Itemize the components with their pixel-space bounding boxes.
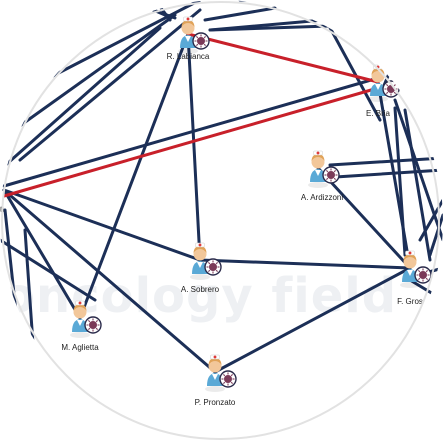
nurse-avatar-icon	[70, 300, 102, 338]
node-labianca[interactable]	[174, 14, 218, 54]
node-label-gros: F. Gros	[397, 297, 423, 306]
edge-partial	[208, 13, 382, 32]
node-pronzato[interactable]	[201, 352, 245, 392]
node-bria[interactable]	[364, 62, 408, 102]
edge-partial	[43, 0, 202, 82]
edge-labianca-sobrero	[186, 32, 202, 262]
edge-partial	[403, 108, 432, 262]
edge-left_partial-bria	[2, 86, 380, 198]
edge-partial	[18, 8, 202, 162]
edge-left_partial-bria	[2, 76, 380, 188]
edge-ardizzoni-gros	[316, 166, 412, 270]
edge-partial	[23, 228, 42, 443]
node-label-bria: E. Bria	[365, 109, 391, 118]
edge-left_partial-pronzato	[2, 188, 217, 374]
edge-left_partial-sobrero	[2, 188, 202, 262]
node-sobrero[interactable]	[186, 240, 230, 280]
nurse-avatar-icon	[368, 64, 400, 102]
edge-left_partial-aglietta	[2, 188, 82, 320]
edge-sobrero-gros	[198, 258, 412, 270]
edge-partial	[3, 208, 32, 443]
edge-partial	[0, 238, 97, 302]
edge-partial	[203, 6, 277, 22]
nurse-avatar-icon	[178, 16, 210, 54]
node-label-partial: ti	[0, 205, 4, 214]
edge-pronzato-gros	[213, 266, 412, 374]
edge-partial	[0, 26, 162, 172]
edge-partial	[428, 213, 443, 257]
node-label-pronzato: P. Pronzato	[194, 398, 236, 407]
node-ardizzoni[interactable]	[304, 148, 348, 188]
edge-partial	[0, 13, 177, 142]
edge-partial	[408, 278, 443, 302]
node-gros[interactable]	[396, 248, 440, 288]
node-aglietta[interactable]	[66, 298, 110, 338]
nurse-avatar-icon	[190, 242, 222, 280]
edge-partial	[378, 0, 422, 97]
node-label-labianca: R. Labianca	[166, 52, 210, 61]
edge-labianca-aglietta	[78, 32, 190, 320]
edge-labianca-bria	[186, 32, 380, 84]
node-label-sobrero: A. Sobrero	[180, 285, 220, 294]
nurse-avatar-icon	[308, 150, 340, 188]
edge-partial	[313, 0, 382, 122]
node-label-ardizzoni: A. Ardizzoni	[300, 193, 344, 202]
nurse-avatar-icon	[205, 354, 237, 392]
nurse-avatar-icon	[400, 250, 432, 288]
edge-partial	[18, 0, 62, 92]
node-label-aglietta: M. Aglietta	[61, 343, 99, 352]
edge-bria-gros	[376, 80, 412, 270]
edge-partial	[318, 168, 443, 180]
edge-partial	[328, 156, 443, 167]
